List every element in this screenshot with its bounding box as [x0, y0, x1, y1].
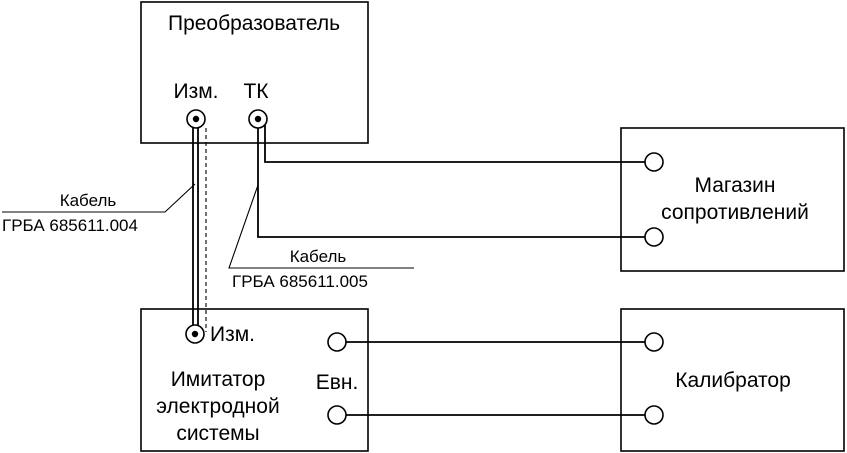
simulator-port-meas-label: Изм. [210, 323, 255, 346]
cable-1-code: ГРБА 685611.004 [2, 216, 138, 235]
resistance-box-line2: сопротивлений [661, 201, 809, 224]
converter-tk-connector [248, 109, 268, 129]
simulator-evn-terminal-bottom [327, 405, 347, 425]
cable-1-wire [192, 128, 207, 332]
simulator-line2: электродной [156, 395, 279, 418]
converter-title: Преобразователь [168, 12, 340, 35]
resistance-box-block: Магазин сопротивлений [620, 127, 845, 272]
simulator-evn-terminal-top [327, 332, 347, 352]
cable-2-leader [228, 184, 414, 269]
cable-2-callout: Кабель ГРБА 685611.005 [228, 184, 414, 291]
cable-2-code: ГРБА 685611.005 [232, 272, 368, 291]
resistance-box-terminal-bottom [644, 227, 664, 247]
cable-2-title: Кабель [290, 247, 347, 266]
converter-port-tk-label: ТК [243, 80, 269, 103]
cable-1-leader [2, 183, 196, 213]
simulator-box [140, 308, 369, 452]
cable-1-callout: Кабель ГРБА 685611.004 [2, 183, 196, 235]
resistance-box-terminal-top [644, 152, 664, 172]
calibrator-terminal-bottom [644, 405, 664, 425]
calibrator-block: Калибратор [620, 308, 845, 452]
calibrator-box [620, 308, 845, 452]
converter-box [140, 1, 369, 144]
simulator-block: Изм. Имитатор электродной системы Евн. [140, 308, 369, 452]
calibrator-terminal-top [644, 332, 664, 352]
resistance-box-line1: Магазин [694, 174, 775, 197]
cable-2-wire [257, 125, 645, 238]
simulator-port-evn-label: Евн. [316, 371, 359, 394]
calibrator-title: Калибратор [675, 369, 791, 392]
cable-1-title: Кабель [60, 191, 117, 210]
converter-meas-connector [186, 109, 206, 129]
simulator-line3: системы [176, 422, 259, 445]
simulator-meas-connector [185, 324, 205, 344]
resistance-box-box [620, 127, 845, 272]
converter-port-meas-label: Изм. [174, 80, 219, 103]
converter-block: Преобразователь Изм. ТК [140, 1, 369, 144]
simulator-line1: Имитатор [171, 368, 266, 391]
